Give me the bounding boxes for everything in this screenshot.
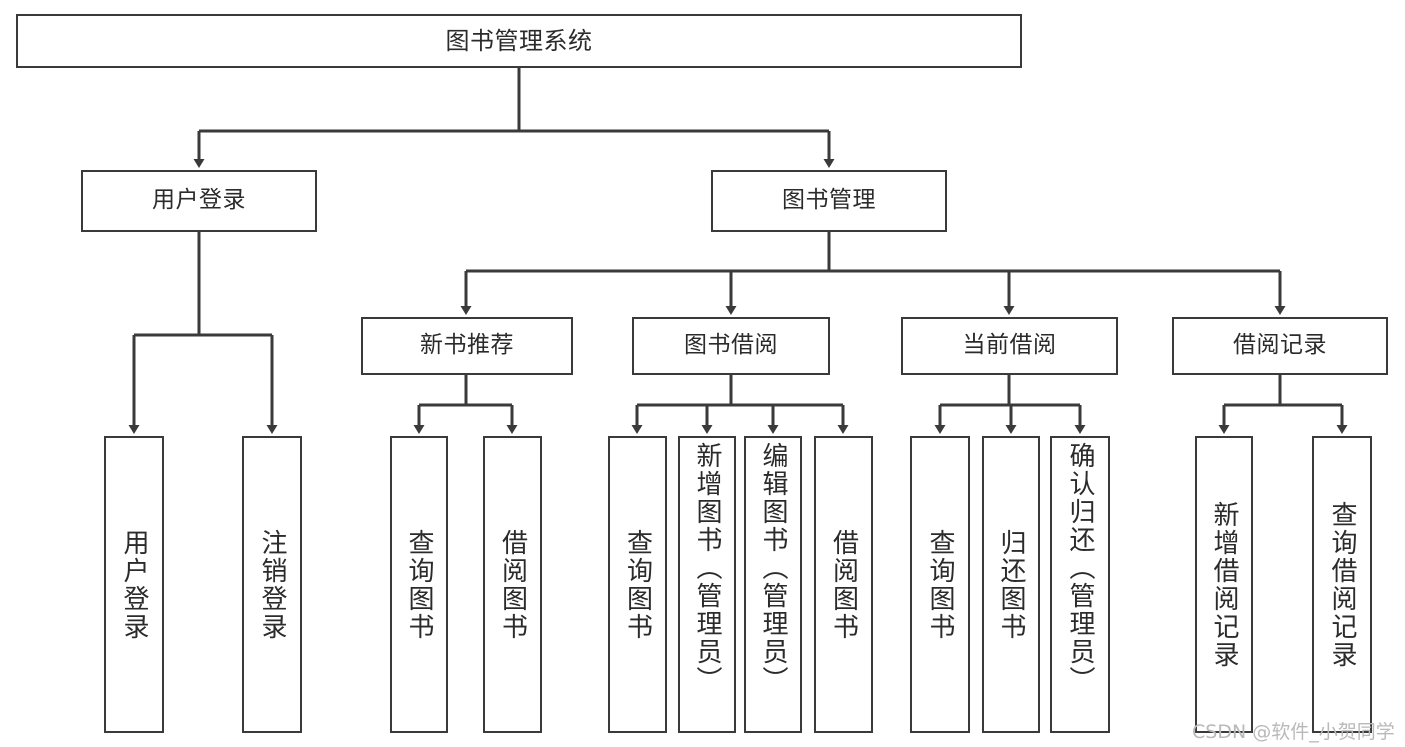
- node-level2-book-borrow[interactable]: 图书借阅: [632, 317, 830, 375]
- node-level1-user-login[interactable]: 用户登录: [81, 170, 317, 232]
- node-label: 新增图书（管理员）: [692, 442, 722, 694]
- leaf-node[interactable]: 确认归还（管理员）: [1050, 436, 1110, 733]
- node-label: 查询图书: [925, 528, 955, 641]
- leaf-node[interactable]: 借阅图书: [483, 436, 542, 733]
- node-level2-borrow-record[interactable]: 借阅记录: [1172, 317, 1388, 375]
- leaf-node[interactable]: 查询图书: [608, 436, 667, 733]
- leaf-node[interactable]: 查询图书: [910, 436, 970, 733]
- leaf-node[interactable]: 编辑图书（管理员）: [744, 436, 802, 733]
- node-label: 确认归还（管理员）: [1065, 442, 1095, 694]
- node-label: 当前借阅: [962, 332, 1057, 359]
- node-root[interactable]: 图书管理系统: [16, 14, 1022, 68]
- node-label: 图书管理: [782, 187, 876, 214]
- node-label: 用户登录: [152, 187, 246, 214]
- leaf-node[interactable]: 新增图书（管理员）: [678, 436, 736, 733]
- leaf-node[interactable]: 查询图书: [390, 436, 448, 733]
- leaf-node[interactable]: 用户登录: [104, 436, 164, 733]
- node-label: 借阅记录: [1233, 332, 1327, 359]
- node-label: 新增借阅记录: [1209, 500, 1239, 669]
- node-label: 查询图书: [404, 528, 434, 641]
- node-label: 编辑图书（管理员）: [758, 442, 788, 694]
- node-level2-new-book-recommend[interactable]: 新书推荐: [361, 317, 573, 375]
- node-level1-book-management[interactable]: 图书管理: [711, 170, 947, 232]
- node-label: 查询图书: [622, 528, 653, 641]
- node-label: 借阅图书: [497, 528, 528, 641]
- leaf-node[interactable]: 注销登录: [242, 436, 302, 733]
- leaf-node[interactable]: 借阅图书: [814, 436, 873, 733]
- leaf-node[interactable]: 归还图书: [982, 436, 1040, 733]
- node-label: 图书管理系统: [445, 26, 593, 55]
- node-label: 新书推荐: [420, 332, 514, 359]
- leaf-node[interactable]: 新增借阅记录: [1195, 436, 1253, 733]
- csdn-watermark: CSDN @软件_小贺同学: [1192, 721, 1395, 743]
- node-label: 归还图书: [996, 528, 1026, 641]
- node-label: 注销登录: [257, 528, 287, 641]
- node-label: 查询借阅记录: [1327, 500, 1357, 669]
- node-level2-current-borrow[interactable]: 当前借阅: [901, 317, 1118, 375]
- leaf-node[interactable]: 查询借阅记录: [1312, 436, 1372, 733]
- node-label: 用户登录: [119, 528, 149, 641]
- node-label: 借阅图书: [828, 528, 859, 641]
- node-label: 图书借阅: [684, 332, 778, 359]
